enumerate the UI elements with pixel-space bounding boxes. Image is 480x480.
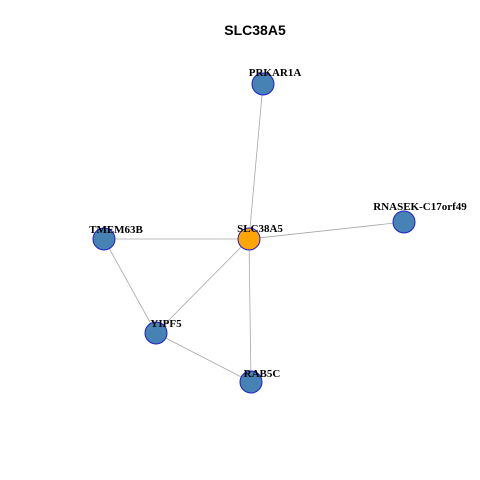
- node-label-rab5c: RAB5C: [244, 368, 281, 380]
- edge-slc38a5-rnasek-c17orf49: [248, 221, 405, 240]
- node-rnasek-c17orf49: [392, 210, 416, 234]
- node-slc38a5: [237, 227, 261, 251]
- node-label-prkar1a: PRKAR1A: [249, 67, 302, 79]
- edge-slc38a5-prkar1a: [248, 83, 264, 240]
- diagram-title: SLC38A5: [224, 22, 286, 38]
- edge-tmem63b-yipf5: [103, 238, 157, 334]
- edge-yipf5-rab5c: [155, 332, 252, 383]
- node-rab5c: [239, 370, 263, 394]
- node-tmem63b: [92, 227, 116, 251]
- node-layer: [92, 72, 416, 394]
- edge-layer: [103, 83, 405, 383]
- edge-slc38a5-rab5c: [248, 238, 252, 383]
- node-label-rnasek-c17orf49: RNASEK-C17orf49: [373, 201, 467, 213]
- node-label-slc38a5: SLC38A5: [237, 223, 283, 235]
- node-label-yipf5: YIPF5: [150, 318, 182, 330]
- node-yipf5: [144, 321, 168, 345]
- node-label-tmem63b: TMEM63B: [89, 224, 143, 236]
- node-prkar1a: [251, 72, 275, 96]
- edge-slc38a5-yipf5: [155, 238, 250, 334]
